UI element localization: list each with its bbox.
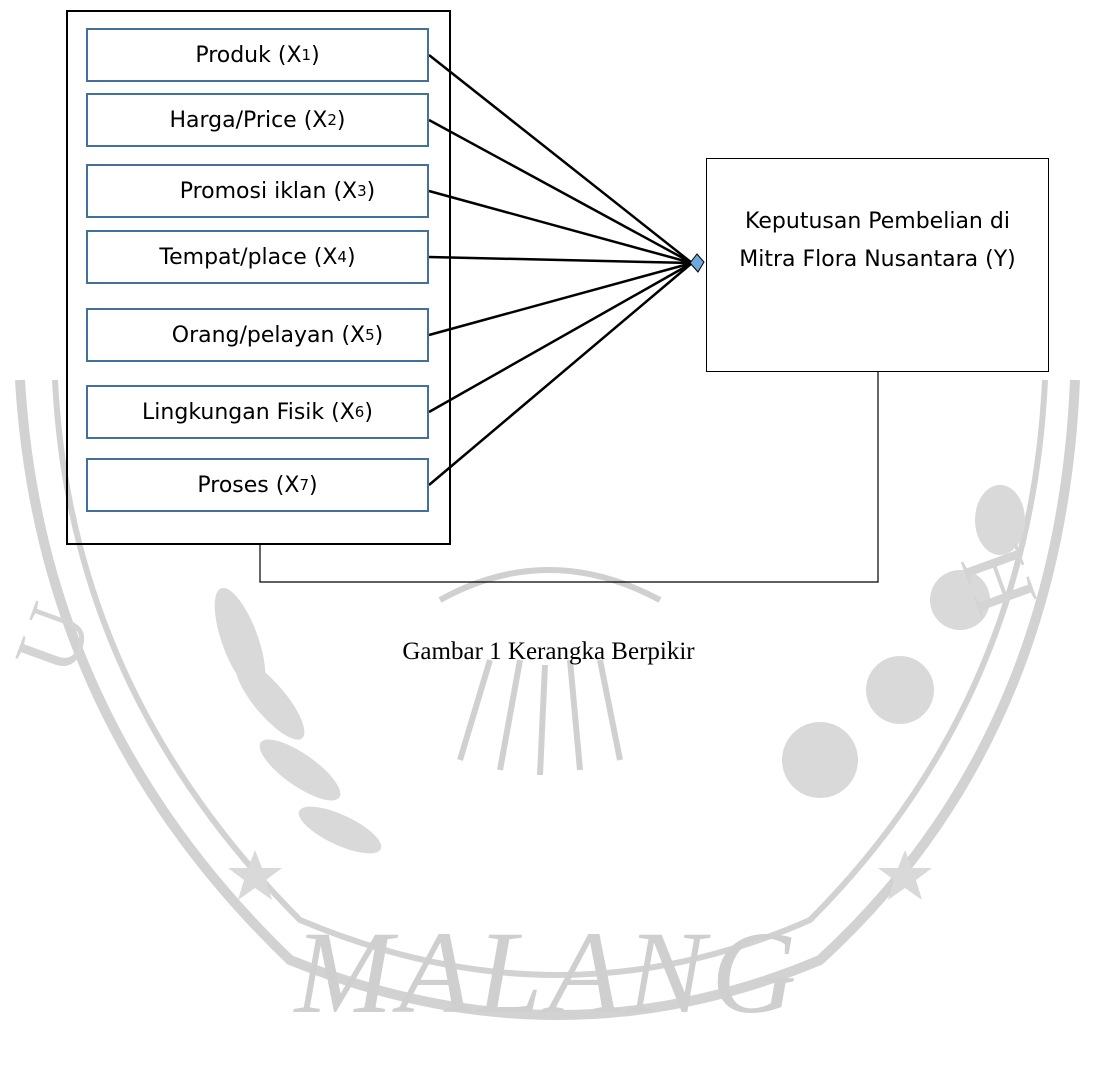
junction-diamond [689,253,705,273]
connector-line-4 [428,255,693,265]
dependent-variable-box: Keputusan Pembelian di Mitra Flora Nusan… [706,158,1049,372]
variable-label: Orang/pelayan [171,322,335,348]
connector-line-7 [428,262,693,486]
variable-label: Harga/Price [169,107,297,133]
variable-label: Produk [195,42,271,68]
feedback-line [259,372,879,583]
dependent-variable-label: Keputusan Pembelian di Mitra Flora Nusan… [739,209,1016,272]
connector-line-2 [428,118,693,265]
independent-variables-frame [66,10,451,545]
variable-label: Proses [197,472,269,498]
figure-caption: Gambar 1 Kerangka Berpikir [402,638,695,665]
connector-line-6 [428,261,693,414]
connector-line-1 [428,54,693,264]
variable-label: Tempat/place [159,244,307,270]
watermark-text: MALANG [294,907,803,1038]
variable-label: Promosi iklan [179,178,327,204]
connector-line-3 [428,189,693,265]
connector-line-5 [428,261,693,337]
variable-label: Lingkungan Fisik [142,399,325,425]
